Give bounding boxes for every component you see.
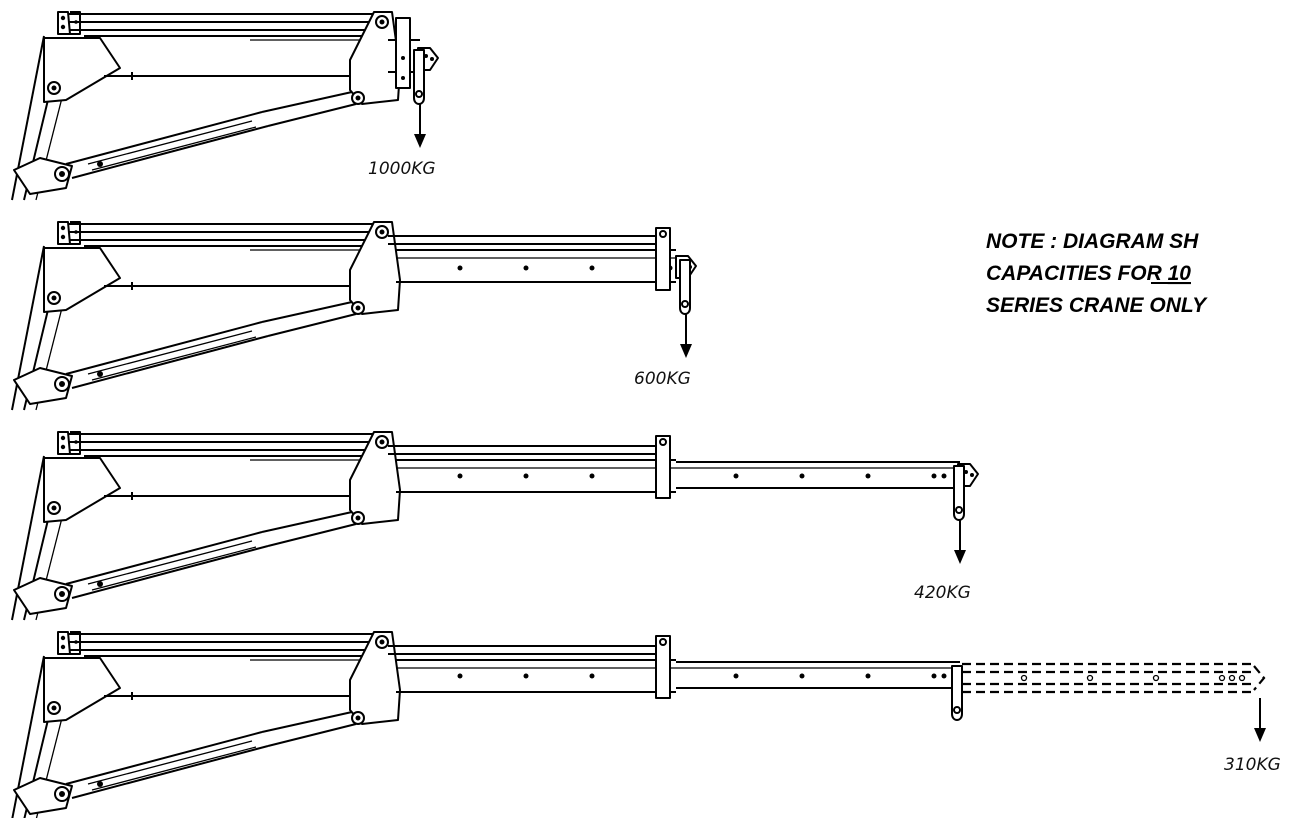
load-arrow — [414, 104, 426, 148]
boom-section-2 — [676, 461, 960, 489]
note-line-2: CAPACITIES FOR 10 — [986, 262, 1191, 285]
crane-config-first-extension: 600KG — [11, 221, 697, 411]
note-line-2-underlined: 10 — [1168, 262, 1192, 285]
boom-section-1 — [388, 635, 676, 699]
note-line-3: SERIES CRANE ONLY — [986, 294, 1208, 317]
note-line-1: NOTE : DIAGRAM SH — [986, 230, 1199, 253]
load-label: 600KG — [634, 369, 691, 389]
note-line-2-prefix: CAPACITIES FOR — [986, 262, 1168, 285]
crane-config-retracted: 1000KG — [11, 11, 439, 201]
boom-section-1 — [388, 17, 420, 89]
boom-section-1 — [388, 227, 676, 291]
load-label: 310KG — [1224, 755, 1281, 775]
crane-config-second-extension: 420KG — [11, 431, 979, 621]
load-arrow — [680, 314, 692, 358]
crane-config-third-extension: 310KG — [11, 631, 1281, 818]
boom-section-2 — [676, 661, 963, 721]
load-label: 420KG — [914, 583, 971, 603]
load-label: 1000KG — [368, 159, 436, 179]
capacity-note: NOTE : DIAGRAM SH CAPACITIES FOR 10 SERI… — [986, 230, 1208, 317]
load-arrow — [1254, 698, 1266, 742]
load-arrow — [954, 520, 966, 564]
boom-section-3-dashed — [962, 662, 1266, 694]
boom-section-1 — [388, 435, 676, 499]
